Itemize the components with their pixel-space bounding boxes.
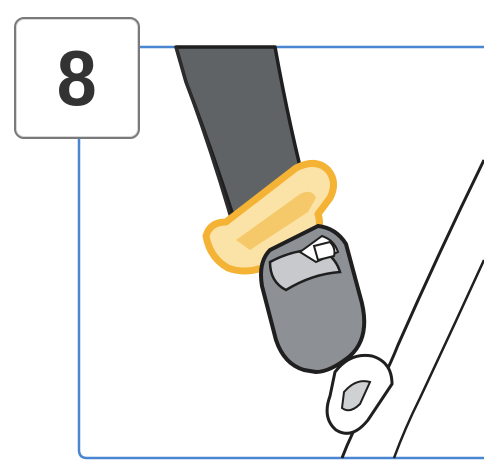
buckle-slot bbox=[314, 242, 335, 260]
buckle-body bbox=[261, 226, 364, 372]
step-number-box: 8 bbox=[14, 17, 140, 139]
seat-contour-inner bbox=[394, 260, 484, 458]
step-number: 8 bbox=[57, 39, 97, 117]
